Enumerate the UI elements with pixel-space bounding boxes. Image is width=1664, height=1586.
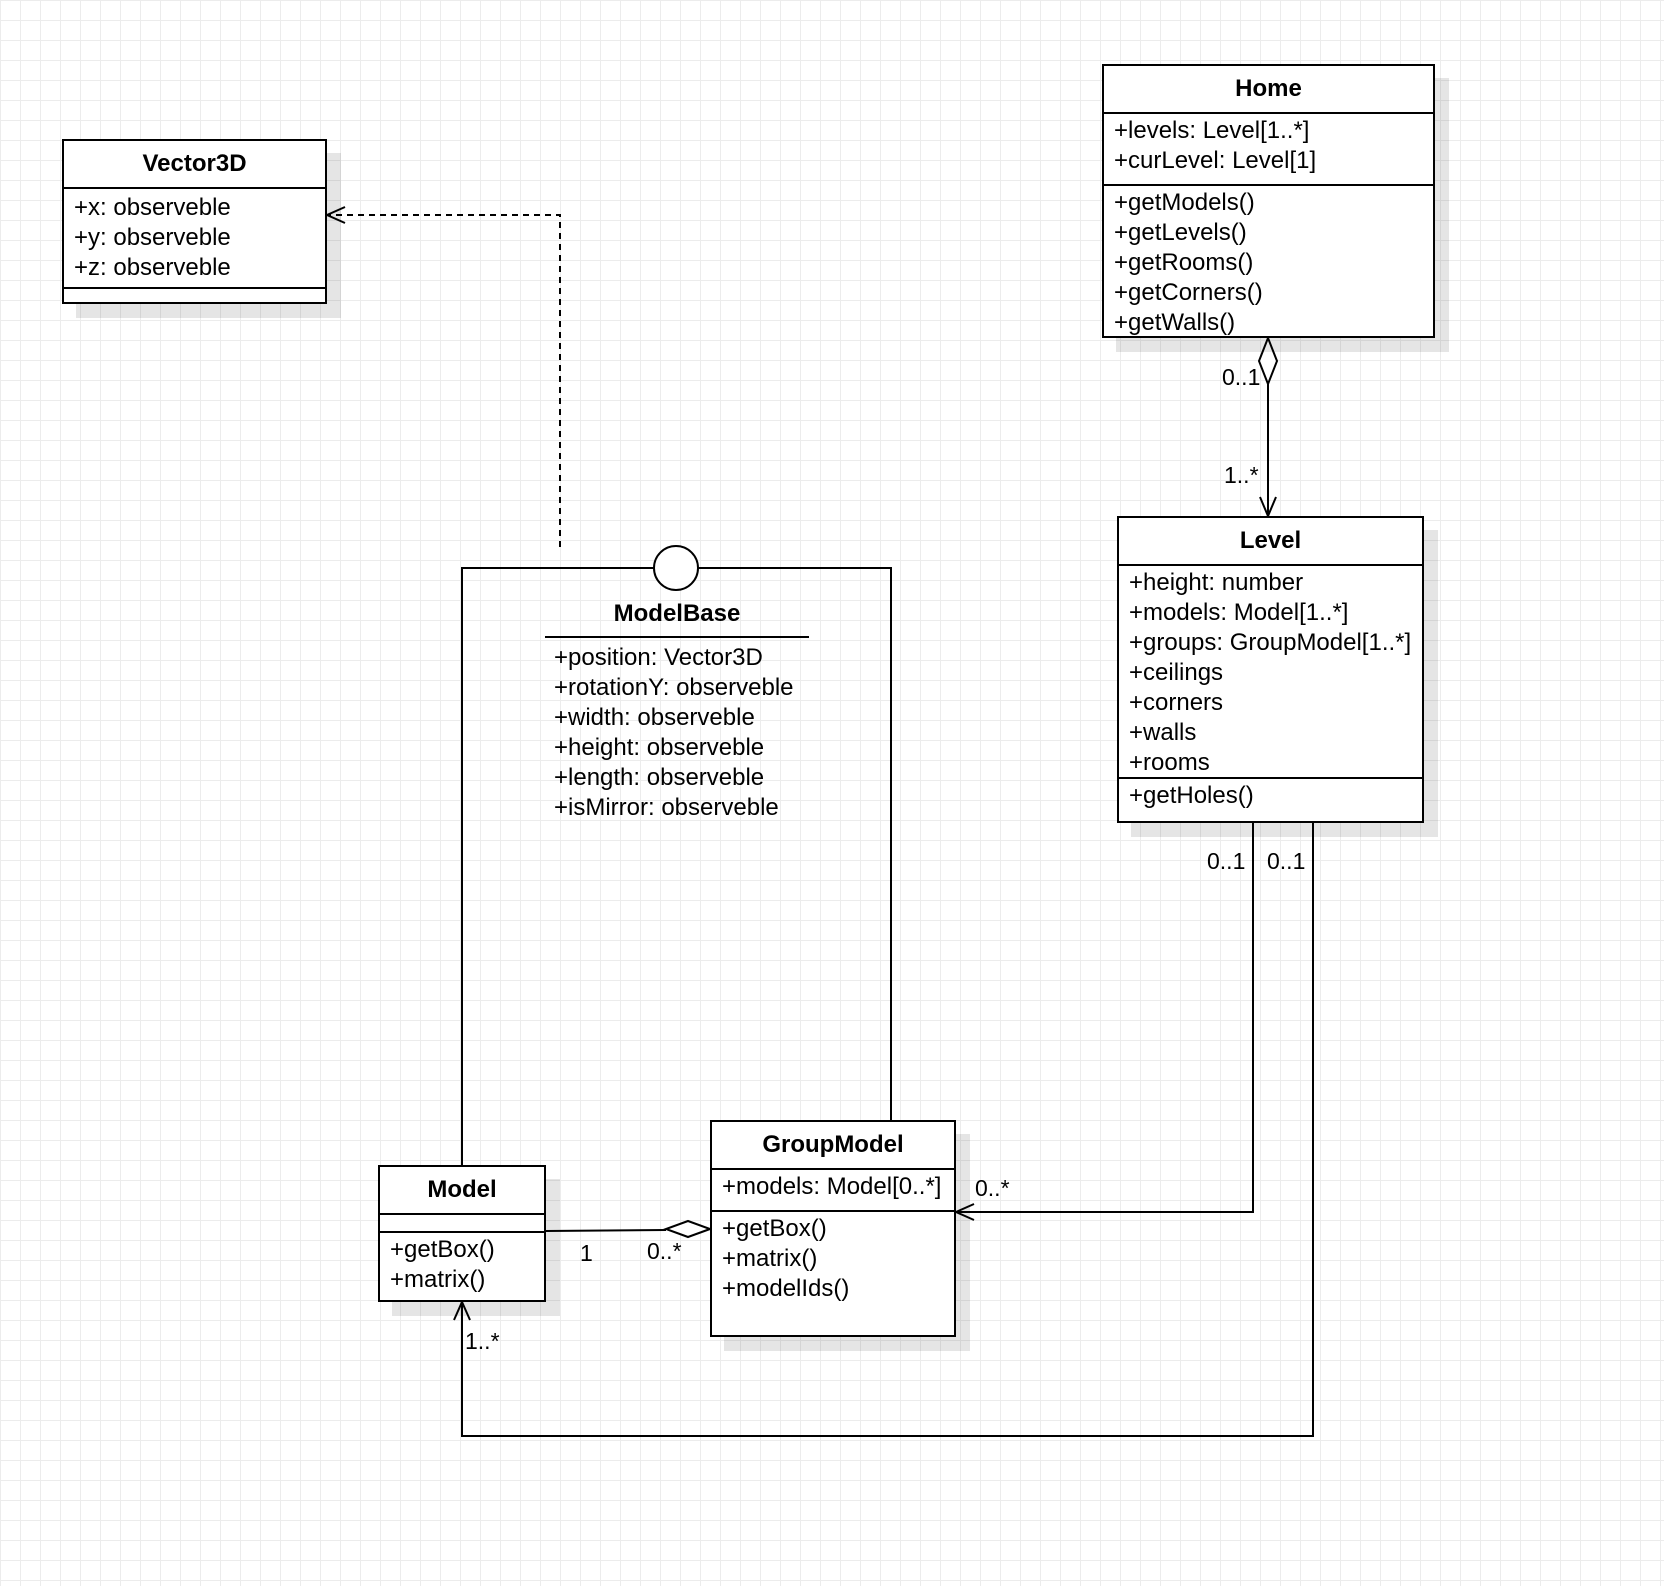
method: +getModels() xyxy=(1114,189,1255,216)
attribute: +isMirror: observeble xyxy=(554,794,779,821)
aggregation-diamond-icon xyxy=(1257,335,1279,387)
attribute: +models: Model[0..*] xyxy=(722,1173,942,1200)
attribute: +levels: Level[1..*] xyxy=(1114,117,1310,144)
attribute-list: +height: number +models: Model[1..*] +gr… xyxy=(1119,566,1422,779)
multiplicity-label: 0..* xyxy=(647,1238,682,1264)
method: +getBox() xyxy=(722,1215,827,1242)
association-level-model xyxy=(461,823,1314,1437)
class-title: GroupModel xyxy=(712,1122,954,1170)
attribute: +height: number xyxy=(1129,569,1304,596)
method: +getCorners() xyxy=(1114,279,1263,306)
class-title: Home xyxy=(1104,66,1433,114)
attribute-list: +levels: Level[1..*] +curLevel: Level[1] xyxy=(1104,114,1433,186)
attribute: +ceilings xyxy=(1129,659,1224,686)
attribute: +y: observeble xyxy=(74,224,231,251)
class-title: Model xyxy=(380,1167,544,1215)
attribute: +corners xyxy=(1129,689,1224,716)
method-list: +getHoles() xyxy=(1119,779,1422,813)
method: +getLevels() xyxy=(1114,219,1247,246)
modelbase-attribute-list: +position: Vector3D +rotationY: observeb… xyxy=(554,643,794,823)
multiplicity-label: 0..1 xyxy=(1222,364,1261,390)
class-home[interactable]: Home +levels: Level[1..*] +curLevel: Lev… xyxy=(1102,64,1435,338)
method: +modelIds() xyxy=(722,1275,850,1302)
class-title: Level xyxy=(1119,518,1422,566)
attribute: +height: observeble xyxy=(554,734,765,761)
multiplicity-label: 1..* xyxy=(465,1328,500,1354)
attribute: +walls xyxy=(1129,719,1197,746)
attribute: +position: Vector3D xyxy=(554,644,763,671)
method: +getBox() xyxy=(390,1236,495,1263)
arrowhead-groupmodel-icon xyxy=(953,1203,975,1221)
method: +getWalls() xyxy=(1114,309,1236,336)
multiplicity-label: 0..* xyxy=(975,1175,1010,1201)
aggregation-model-groupmodel xyxy=(545,1229,667,1232)
attribute-list: +x: observeble +y: observeble +z: observ… xyxy=(64,189,325,289)
class-groupmodel[interactable]: GroupModel +models: Model[0..*] +getBox(… xyxy=(710,1120,956,1337)
method-list: +getBox() +matrix() +modelIds() xyxy=(712,1212,954,1306)
multiplicity-label: 0..1 xyxy=(1267,848,1306,874)
class-vector3d[interactable]: Vector3D +x: observeble +y: observeble +… xyxy=(62,139,327,304)
method-list: +getModels() +getLevels() +getRooms() +g… xyxy=(1104,186,1433,340)
interface-lollipop-icon xyxy=(653,545,699,591)
class-title: Vector3D xyxy=(64,141,325,189)
attribute: +curLevel: Level[1] xyxy=(1114,147,1317,174)
method: +getHoles() xyxy=(1129,782,1254,809)
method-list: +getBox() +matrix() xyxy=(380,1233,544,1297)
method-list xyxy=(64,289,325,302)
dependency-arrowhead-icon xyxy=(324,206,346,224)
modelbase-divider xyxy=(545,636,809,638)
multiplicity-label: 1 xyxy=(580,1240,593,1266)
association-level-groupmodel xyxy=(956,823,1254,1213)
method: +matrix() xyxy=(722,1245,818,1272)
attribute: +length: observeble xyxy=(554,764,765,791)
class-model[interactable]: Model +getBox() +matrix() xyxy=(378,1165,546,1302)
attribute: +groups: GroupModel[1..*] xyxy=(1129,629,1412,656)
attribute: +models: Model[1..*] xyxy=(1129,599,1349,626)
arrowhead-model-icon xyxy=(453,1299,471,1321)
multiplicity-label: 1..* xyxy=(1224,462,1259,488)
class-level[interactable]: Level +height: number +models: Model[1..… xyxy=(1117,516,1424,823)
attribute: +z: observeble xyxy=(74,254,231,281)
attribute: +rooms xyxy=(1129,749,1210,776)
method: +matrix() xyxy=(390,1266,486,1293)
attribute: +width: observeble xyxy=(554,704,755,731)
method: +getRooms() xyxy=(1114,249,1254,276)
dependency-modelbase-vector3d xyxy=(327,214,561,547)
attribute-list xyxy=(380,1215,544,1233)
modelbase-title[interactable]: ModelBase xyxy=(613,600,741,627)
attribute: +rotationY: observeble xyxy=(554,674,794,701)
aggregation-diamond-group-icon xyxy=(663,1219,713,1239)
attribute-list: +models: Model[0..*] xyxy=(712,1170,954,1212)
attribute: +x: observeble xyxy=(74,194,231,221)
multiplicity-label: 0..1 xyxy=(1207,848,1246,874)
